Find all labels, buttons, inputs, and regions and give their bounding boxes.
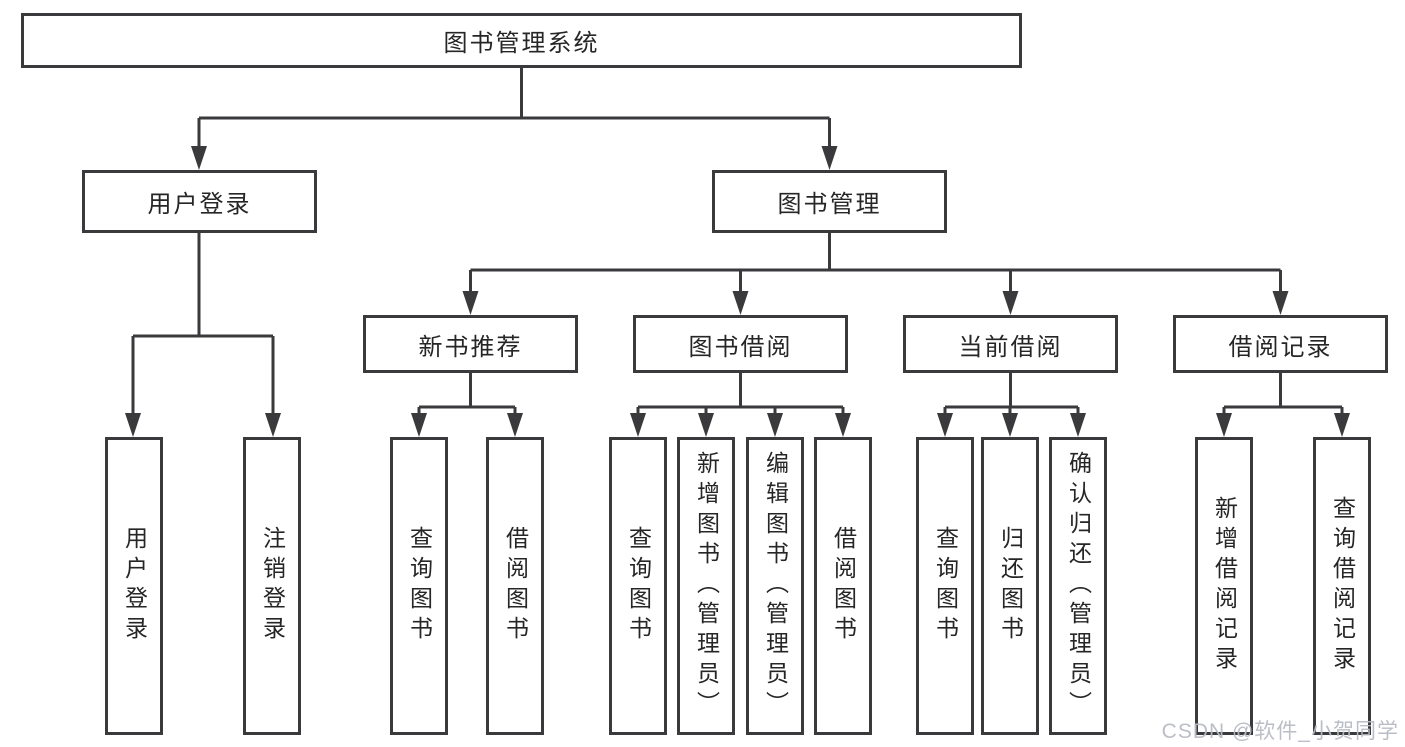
- leaf-add-borrow-record: 新增借阅记录: [1195, 437, 1253, 735]
- node-new-book-recommend: 新书推荐: [363, 315, 578, 373]
- node-borrow-records-label: 借阅记录: [1228, 333, 1333, 361]
- leaf-query-books-borrow: 查询图书: [609, 437, 667, 735]
- leaf-borrow-books-recommend-label: 借阅图书: [502, 526, 529, 646]
- leaf-user-login-label: 用户登录: [121, 526, 148, 646]
- leaf-return-book-label: 归还图书: [997, 526, 1024, 646]
- leaf-query-books-current-label: 查询图书: [932, 526, 959, 646]
- leaf-logout-label: 注销登录: [259, 526, 286, 646]
- leaf-add-book-admin: 新增图书（管理员）: [677, 437, 735, 735]
- leaf-borrow-books-2-label: 借阅图书: [830, 526, 857, 646]
- arrowheads: [125, 146, 1350, 437]
- leaf-logout: 注销登录: [243, 437, 301, 735]
- node-book-borrow: 图书借阅: [633, 315, 848, 373]
- leaf-query-borrow-record: 查询借阅记录: [1313, 437, 1371, 735]
- leaf-query-books-recommend: 查询图书: [390, 437, 448, 735]
- leaf-edit-book-admin-label: 编辑图书（管理员）: [762, 451, 789, 721]
- node-borrow-records: 借阅记录: [1173, 315, 1388, 373]
- leaf-borrow-books-recommend: 借阅图书: [486, 437, 544, 735]
- node-current-borrow-label: 当前借阅: [958, 333, 1063, 361]
- leaf-query-books-borrow-label: 查询图书: [625, 526, 652, 646]
- node-user-login-label: 用户登录: [147, 191, 252, 218]
- leaf-user-login: 用户登录: [105, 437, 163, 735]
- node-current-borrow: 当前借阅: [903, 315, 1118, 373]
- leaf-add-borrow-record-label: 新增借阅记录: [1211, 496, 1238, 676]
- leaf-query-books-current: 查询图书: [916, 437, 974, 735]
- node-book-management-label: 图书管理: [777, 191, 882, 218]
- leaf-borrow-books-2: 借阅图书: [814, 437, 872, 735]
- node-root-label: 图书管理系统: [443, 30, 600, 57]
- leaf-confirm-return-admin: 确认归还（管理员）: [1049, 437, 1107, 735]
- node-root: 图书管理系统: [21, 13, 1022, 68]
- leaf-return-book: 归还图书: [981, 437, 1039, 735]
- node-book-management: 图书管理: [712, 170, 947, 233]
- leaf-confirm-return-admin-label: 确认归还（管理员）: [1065, 451, 1092, 721]
- node-book-borrow-label: 图书借阅: [688, 333, 793, 361]
- leaf-query-books-recommend-label: 查询图书: [406, 526, 433, 646]
- node-new-book-recommend-label: 新书推荐: [418, 333, 523, 361]
- leaf-query-borrow-record-label: 查询借阅记录: [1329, 496, 1356, 676]
- node-user-login: 用户登录: [82, 170, 317, 233]
- leaf-edit-book-admin: 编辑图书（管理员）: [746, 437, 804, 735]
- leaf-add-book-admin-label: 新增图书（管理员）: [693, 451, 720, 721]
